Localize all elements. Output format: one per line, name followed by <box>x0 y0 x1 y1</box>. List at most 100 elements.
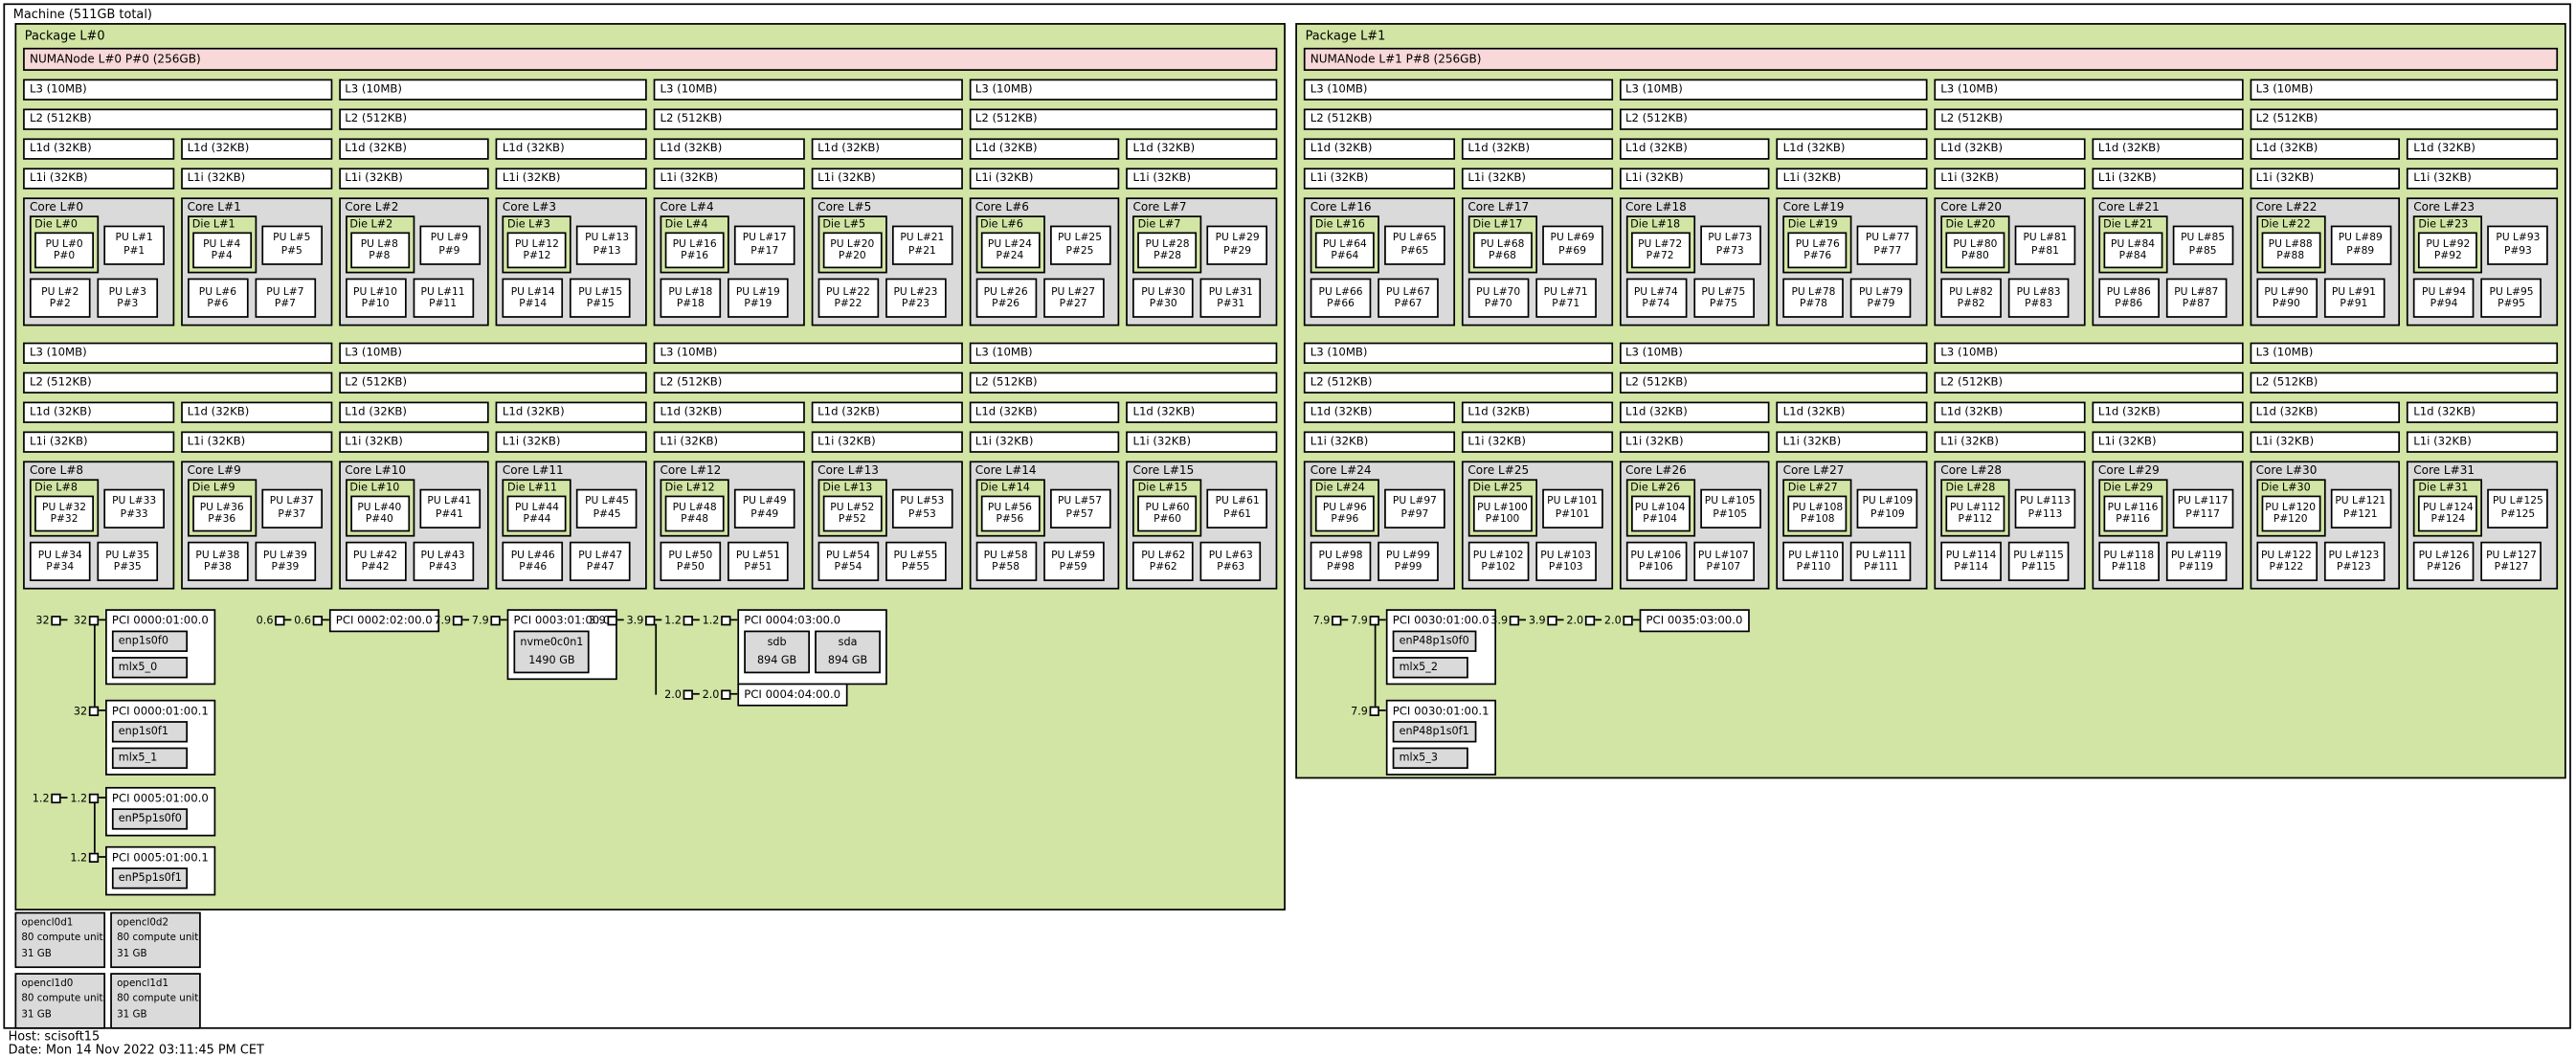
l1d-cache: L1d (32KB) <box>2249 401 2401 423</box>
die-label: Die L#16 <box>1314 216 1365 231</box>
l1d-cache: L1d (32KB) <box>23 138 174 160</box>
l3-cache: L3 (10MB) <box>1619 79 1928 101</box>
core-label: Core L#27 <box>1782 463 1845 478</box>
l2-cache: L2 (512KB) <box>1934 108 2243 130</box>
core-label: Core L#6 <box>974 200 1029 214</box>
link-speed: 3.9 <box>626 613 644 627</box>
pci-link: 7.9 <box>1310 609 1349 630</box>
osdev-openfabrics: mlx5_3 <box>1392 747 1468 770</box>
opencl-units: 80 compute units <box>21 932 106 944</box>
core-label: Core L#30 <box>2255 463 2318 478</box>
core-block: L3 (10MB)L3 (10MB)L3 (10MB)L3 (10MB)L2 (… <box>1303 79 2559 326</box>
die-label: Die L#3 <box>507 216 550 231</box>
core-label: Core L#23 <box>2413 200 2475 214</box>
bridge-connector <box>452 615 463 625</box>
pci-row: 7.9 7.9 PCI 0003:01:00.0 nvme0c0n1 1490 … <box>432 609 617 681</box>
pci-device: PCI 0030:01:00.0 enP48p1s0f0 mlx5_2 <box>1385 609 1496 686</box>
l1d-cache: L1d (32KB) <box>1461 138 1613 160</box>
l1d-cache: L1d (32KB) <box>1934 401 2086 423</box>
die-label: Die L#17 <box>1472 216 1523 231</box>
pci-link: 7.9 <box>1348 609 1386 630</box>
osdev-block-disk: sdb 894 GB <box>744 630 810 674</box>
core-label: Core L#20 <box>1940 200 2003 214</box>
opencl-device: opencl1d1 80 compute units 31 GB <box>110 973 201 1029</box>
core-label: Core L#5 <box>818 200 872 214</box>
core-label: Core L#9 <box>187 463 241 478</box>
pci-link: 7.9 <box>432 609 470 630</box>
l3-cache: L3 (10MB) <box>653 79 963 101</box>
l1i-cache: L1i (32KB) <box>1461 431 1613 453</box>
l1i-cache: L1i (32KB) <box>23 431 174 453</box>
die-label: Die L#21 <box>2103 216 2154 231</box>
pci-link: 2.0 <box>1602 609 1640 630</box>
die-label: Die L#27 <box>1787 481 1838 494</box>
connector-line <box>1374 623 1377 711</box>
pci-device-label: PCI 0004:03:00.0 <box>744 614 841 628</box>
die-label: Die L#14 <box>979 481 1030 494</box>
l1d-cache: L1d (32KB) <box>180 401 332 423</box>
osdev-line: sda <box>838 635 858 649</box>
die-label: Die L#29 <box>2103 481 2154 494</box>
l3-cache: L3 (10MB) <box>338 79 647 101</box>
pci-link: 7.9 <box>1348 700 1386 721</box>
link-line <box>99 618 106 621</box>
pci-area-1: 7.9 7.9 PCI 0030:01:00.0 enP48p1s0f0 mlx… <box>1304 606 2558 776</box>
pci-row: 1.2 1.2 PCI 0005:01:00.0 enP5p1s0f0 <box>30 786 215 837</box>
l3-cache: L3 (10MB) <box>2249 342 2559 365</box>
package-label: Package L#1 <box>1305 28 1386 43</box>
link-line <box>284 618 292 621</box>
l1d-cache: L1d (32KB) <box>1303 138 1455 160</box>
link-line <box>692 692 700 695</box>
l1i-cache: L1i (32KB) <box>2249 431 2401 453</box>
package-1: Package L#1 NUMANode L#1 P#8 (256GB) L3 … <box>1295 23 2566 779</box>
